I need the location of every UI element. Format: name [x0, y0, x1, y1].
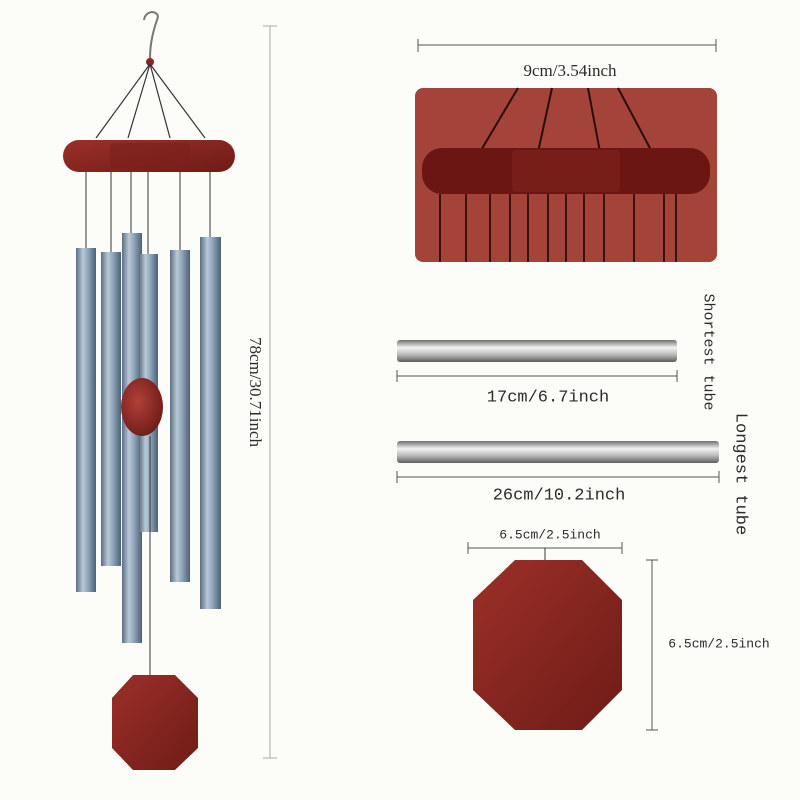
- longest-tube-size-label: 26cm/10.2inch: [492, 486, 626, 506]
- wind-sail: [112, 675, 198, 770]
- longest-tube-dimension: [396, 471, 720, 483]
- total-length-dimension: [263, 25, 277, 759]
- tube-strings: [85, 172, 211, 254]
- hanging-strings: [95, 63, 206, 139]
- sail-closeup: [473, 560, 622, 730]
- chime-tubes: [76, 233, 221, 643]
- top-width-dimension: [417, 39, 717, 52]
- hook-icon: [143, 10, 159, 59]
- total-length-label: 78cm/30.71inch: [246, 336, 265, 448]
- ring-closeup: [415, 87, 717, 262]
- sail-height-dimension: [646, 559, 658, 731]
- hook-bead: [146, 58, 154, 66]
- shortest-tube-caption: Shortest tube: [699, 293, 717, 411]
- striker-ball: [121, 378, 163, 436]
- shortest-tube-dimension: [396, 370, 678, 382]
- sail-height-label: 6.5cm/2.5inch: [668, 636, 770, 652]
- full-chime: [63, 10, 235, 770]
- sail-width-label: 6.5cm/2.5inch: [499, 527, 601, 543]
- shortest-tube-size-label: 17cm/6.7inch: [486, 388, 610, 408]
- longest-tube: [397, 441, 719, 463]
- shortest-tube: [397, 340, 677, 362]
- longest-tube-caption: Longest tube: [730, 412, 750, 536]
- top-width-label: 9cm/3.54inch: [523, 61, 617, 80]
